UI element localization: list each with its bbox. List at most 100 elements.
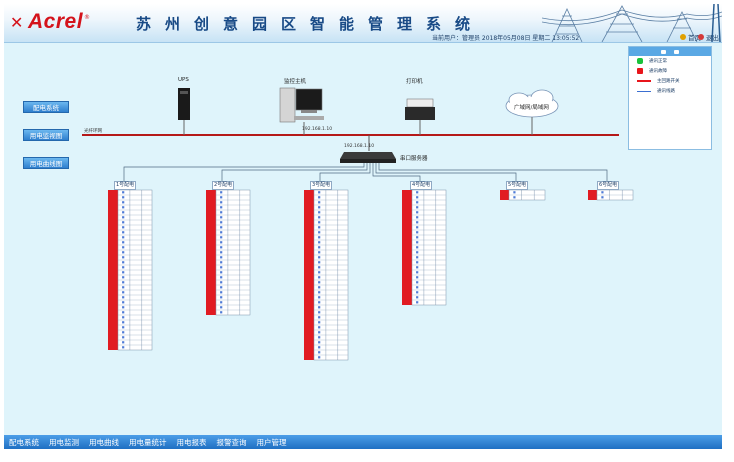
circuit-indicator xyxy=(220,276,223,279)
circuit-indicator xyxy=(220,311,223,314)
acrel-logo: ✕ Acrel ® xyxy=(10,10,90,34)
circuit-indicator xyxy=(318,341,321,344)
circuit-indicator xyxy=(220,216,223,219)
tab-user[interactable]: 用户管理 xyxy=(256,437,287,447)
circuit-indicator xyxy=(601,191,604,194)
circuit-indicator xyxy=(220,301,223,304)
circuit-indicator xyxy=(122,306,125,309)
nav-button-monitor[interactable]: 用电监视图 xyxy=(23,129,69,141)
circuit-indicator xyxy=(122,251,125,254)
distribution-panels xyxy=(108,189,634,361)
home-icon xyxy=(680,34,686,40)
circuit-indicator xyxy=(220,201,223,204)
tab-report[interactable]: 用电报表 xyxy=(176,437,207,447)
bottom-tab-bar: 配电系统 用电监测 用电曲线 用电量统计 用电报表 报警查询 用户管理 xyxy=(4,435,722,449)
printer-label: 打印机 xyxy=(406,79,423,85)
panel-cabinet[interactable] xyxy=(206,189,251,316)
circuit-indicator xyxy=(416,216,419,219)
circuit-indicator xyxy=(318,326,321,329)
circuit-indicator xyxy=(318,241,321,244)
circuit-indicator xyxy=(416,266,419,269)
circuit-indicator xyxy=(220,261,223,264)
ups-label: UPS xyxy=(178,77,189,83)
circuit-indicator xyxy=(318,201,321,204)
circuit-indicator xyxy=(318,351,321,354)
monitor-host-address: 192.168.1.10 xyxy=(302,127,333,132)
legend-item-comm-line: 通讯线路 xyxy=(637,88,675,94)
logo-mark-icon: ✕ xyxy=(10,12,24,32)
circuit-indicator xyxy=(122,221,125,224)
normal-status-icon xyxy=(637,58,643,64)
circuit-indicator xyxy=(416,246,419,249)
tab-statistics[interactable]: 用电量统计 xyxy=(129,437,167,447)
panel-label: 3号配电 xyxy=(310,181,333,190)
circuit-indicator xyxy=(220,211,223,214)
circuit-indicator xyxy=(318,281,321,284)
nav-button-system[interactable]: 配电系统 xyxy=(23,101,69,113)
serial-server-label: 串口服务器 xyxy=(400,156,428,162)
circuit-indicator xyxy=(122,276,125,279)
tab-curve[interactable]: 用电曲线 xyxy=(89,437,119,447)
ups-icon xyxy=(178,88,190,135)
tab-monitor[interactable]: 用电监测 xyxy=(49,437,79,447)
circuit-indicator xyxy=(122,326,125,329)
circuit-indicator xyxy=(122,206,125,209)
circuit-indicator xyxy=(416,196,419,199)
circuit-indicator xyxy=(318,226,321,229)
circuit-indicator xyxy=(122,286,125,289)
breaker-line-icon xyxy=(637,80,651,82)
logo-text: Acrel xyxy=(28,10,84,33)
circuit-indicator xyxy=(318,331,321,334)
circuit-indicator xyxy=(601,196,604,199)
circuit-indicator xyxy=(122,236,125,239)
circuit-indicator xyxy=(122,231,125,234)
circuit-indicator xyxy=(318,221,321,224)
circuit-indicator xyxy=(318,276,321,279)
circuit-indicator xyxy=(318,321,321,324)
circuit-indicator xyxy=(122,346,125,349)
circuit-indicator xyxy=(122,301,125,304)
circuit-indicator xyxy=(318,271,321,274)
panel-cabinet[interactable] xyxy=(588,189,634,201)
serial-server-address: 192.168.1.10 xyxy=(344,144,375,149)
circuit-indicator xyxy=(122,201,125,204)
circuit-indicator xyxy=(122,191,125,194)
cloud-label: 广域网/局域网 xyxy=(514,105,549,111)
circuit-indicator xyxy=(220,241,223,244)
circuit-indicator xyxy=(318,256,321,259)
panel-breaker-bar xyxy=(402,190,412,305)
tab-alarm[interactable]: 报警查询 xyxy=(216,437,247,447)
panel-cabinet[interactable] xyxy=(500,189,546,201)
circuit-indicator xyxy=(122,261,125,264)
circuit-indicator xyxy=(220,286,223,289)
home-button[interactable]: 首页 xyxy=(680,32,701,42)
circuit-indicator xyxy=(318,231,321,234)
circuit-indicator xyxy=(122,316,125,319)
circuit-indicator xyxy=(318,196,321,199)
circuit-indicator xyxy=(318,301,321,304)
circuit-indicator xyxy=(122,211,125,214)
monitor-host-icon xyxy=(279,87,324,135)
panel-cabinet[interactable] xyxy=(108,189,153,351)
tab-system[interactable]: 配电系统 xyxy=(9,437,39,447)
panel-cabinet[interactable] xyxy=(402,189,447,306)
circuit-indicator xyxy=(318,291,321,294)
circuit-indicator xyxy=(318,286,321,289)
circuit-indicator xyxy=(122,311,125,314)
circuit-indicator xyxy=(416,221,419,224)
exit-button[interactable]: 退出 xyxy=(698,32,719,42)
current-user-status: 当前用户：管理员 2018年05月08日 星期二 13:05:52 xyxy=(432,35,580,42)
circuit-indicator xyxy=(220,251,223,254)
circuit-indicator xyxy=(416,206,419,209)
nav-button-curve[interactable]: 用电曲线图 xyxy=(23,157,69,169)
circuit-indicator xyxy=(416,281,419,284)
panel-cabinet[interactable] xyxy=(304,189,349,361)
circuit-indicator xyxy=(220,191,223,194)
circuit-indicator xyxy=(416,261,419,264)
circuit-indicator xyxy=(416,231,419,234)
panel-label: 2号配电 xyxy=(212,181,235,190)
circuit-indicator xyxy=(122,256,125,259)
circuit-indicator xyxy=(220,221,223,224)
circuit-indicator xyxy=(318,311,321,314)
